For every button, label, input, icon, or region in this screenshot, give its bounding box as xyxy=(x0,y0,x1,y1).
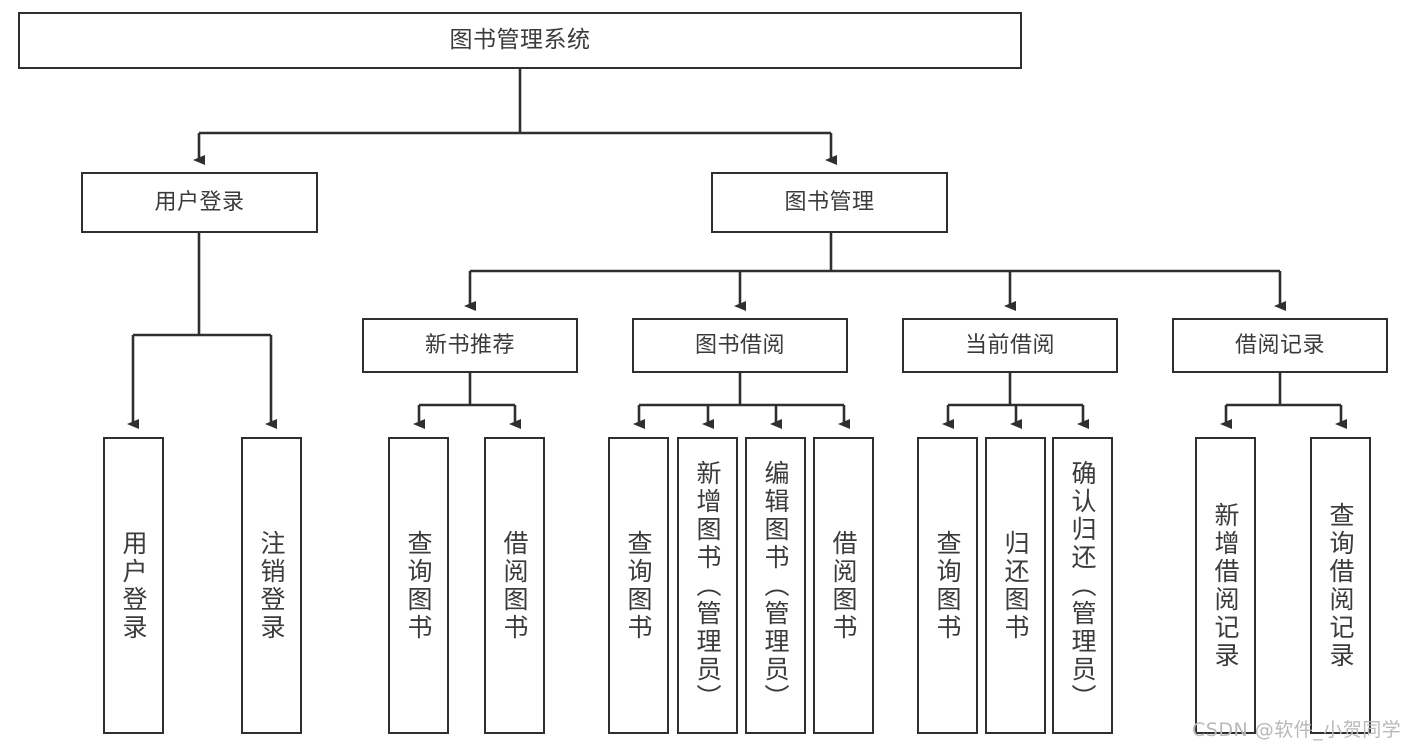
node-label: 新增图书（管理员） xyxy=(693,459,722,712)
node-label: 当前借阅 xyxy=(964,332,1055,358)
node-root-book-management-system[interactable]: 图书管理系统 xyxy=(18,12,1022,69)
node-label: 用户登录 xyxy=(119,529,148,642)
node-label: 借阅记录 xyxy=(1234,332,1325,358)
leaf-borrow-record-add[interactable]: 新增借阅记录 xyxy=(1195,437,1256,734)
leaf-user-login-logout[interactable]: 注销登录 xyxy=(241,437,302,734)
node-label: 归还图书 xyxy=(1001,529,1030,642)
leaf-user-login-login[interactable]: 用户登录 xyxy=(103,437,164,734)
node-label: 新增借阅记录 xyxy=(1211,501,1240,670)
leaf-book-borrow-query[interactable]: 查询图书 xyxy=(608,437,669,734)
leaf-new-book-query[interactable]: 查询图书 xyxy=(388,437,449,734)
node-book-management[interactable]: 图书管理 xyxy=(711,172,948,233)
leaf-book-borrow-add[interactable]: 新增图书（管理员） xyxy=(677,437,738,734)
csdn-watermark: CSDN @软件_小贺同学 xyxy=(1192,719,1402,741)
node-label: 查询图书 xyxy=(933,529,962,642)
node-label: 注销登录 xyxy=(257,529,286,642)
node-label: 图书借阅 xyxy=(694,332,785,358)
node-label: 确认归还（管理员） xyxy=(1068,459,1097,712)
node-borrow-record[interactable]: 借阅记录 xyxy=(1172,318,1388,373)
node-label: 查询图书 xyxy=(624,529,653,642)
leaf-current-borrow-confirm-return[interactable]: 确认归还（管理员） xyxy=(1052,437,1113,734)
leaf-book-borrow-borrow[interactable]: 借阅图书 xyxy=(813,437,874,734)
node-label: 编辑图书（管理员） xyxy=(761,459,790,712)
leaf-current-borrow-query[interactable]: 查询图书 xyxy=(917,437,978,734)
node-label: 图书管理系统 xyxy=(449,26,591,53)
node-current-borrow[interactable]: 当前借阅 xyxy=(902,318,1118,373)
node-label: 图书管理 xyxy=(784,189,875,215)
node-label: 查询借阅记录 xyxy=(1326,501,1355,670)
leaf-new-book-borrow[interactable]: 借阅图书 xyxy=(484,437,545,734)
node-user-login[interactable]: 用户登录 xyxy=(81,172,318,233)
leaf-borrow-record-query[interactable]: 查询借阅记录 xyxy=(1310,437,1371,734)
node-new-book-recommend[interactable]: 新书推荐 xyxy=(362,318,578,373)
leaf-current-borrow-return[interactable]: 归还图书 xyxy=(985,437,1046,734)
node-label: 借阅图书 xyxy=(500,529,529,642)
leaf-book-borrow-edit[interactable]: 编辑图书（管理员） xyxy=(745,437,806,734)
node-label: 新书推荐 xyxy=(424,332,515,358)
node-label: 查询图书 xyxy=(404,529,433,642)
node-label: 用户登录 xyxy=(154,189,245,215)
node-book-borrow[interactable]: 图书借阅 xyxy=(632,318,848,373)
node-label: 借阅图书 xyxy=(829,529,858,642)
